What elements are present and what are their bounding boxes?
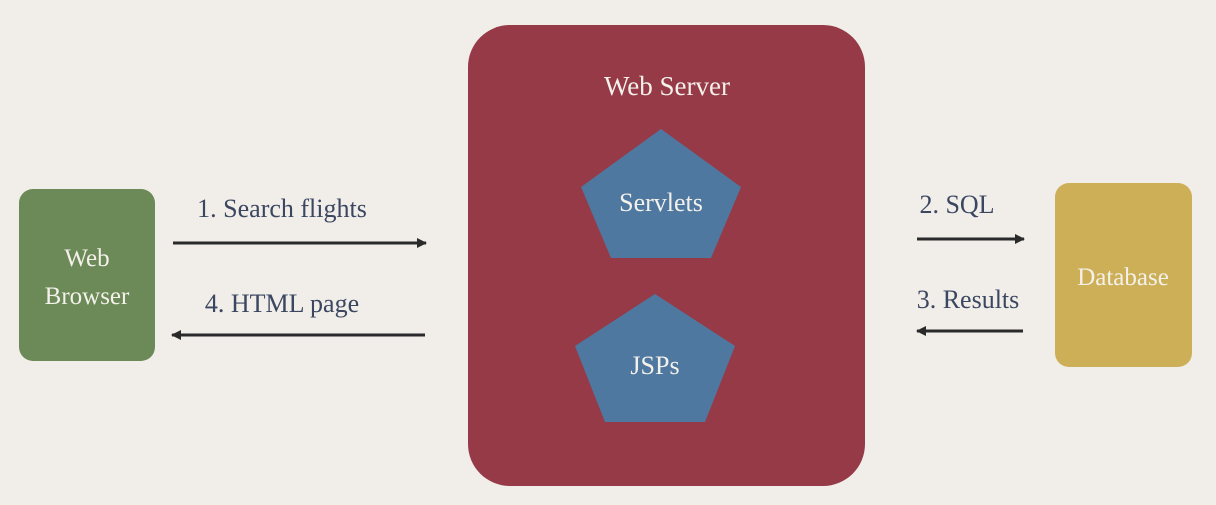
edge-results-label: 3. Results [917, 285, 1020, 314]
web-browser-label-line2: Browser [45, 283, 130, 310]
edge-search-flights: 1. Search flights [173, 194, 427, 248]
database-box [1055, 183, 1192, 367]
jsps-pentagon [575, 294, 735, 422]
web-browser-label-line1: Web [64, 245, 109, 272]
jsps-node: JSPs [575, 294, 735, 422]
edge-results: 3. Results [916, 285, 1023, 336]
jsps-label: JSPs [630, 351, 679, 380]
servlets-pentagon [581, 129, 741, 258]
edge-html-page: 4. HTML page [171, 289, 425, 340]
edge-html-page-label: 4. HTML page [205, 289, 359, 318]
web-browser-box [19, 189, 155, 361]
edge-search-flights-label: 1. Search flights [197, 194, 367, 223]
database-node: Database [1055, 183, 1192, 367]
web-browser-node: Web Browser [19, 189, 155, 361]
servlets-node: Servlets [581, 129, 741, 258]
edge-sql: 2. SQL [917, 190, 1025, 244]
servlets-label: Servlets [619, 188, 703, 217]
web-server-label: Web Server [604, 71, 730, 101]
edge-sql-label: 2. SQL [919, 190, 994, 219]
database-label: Database [1077, 264, 1169, 291]
